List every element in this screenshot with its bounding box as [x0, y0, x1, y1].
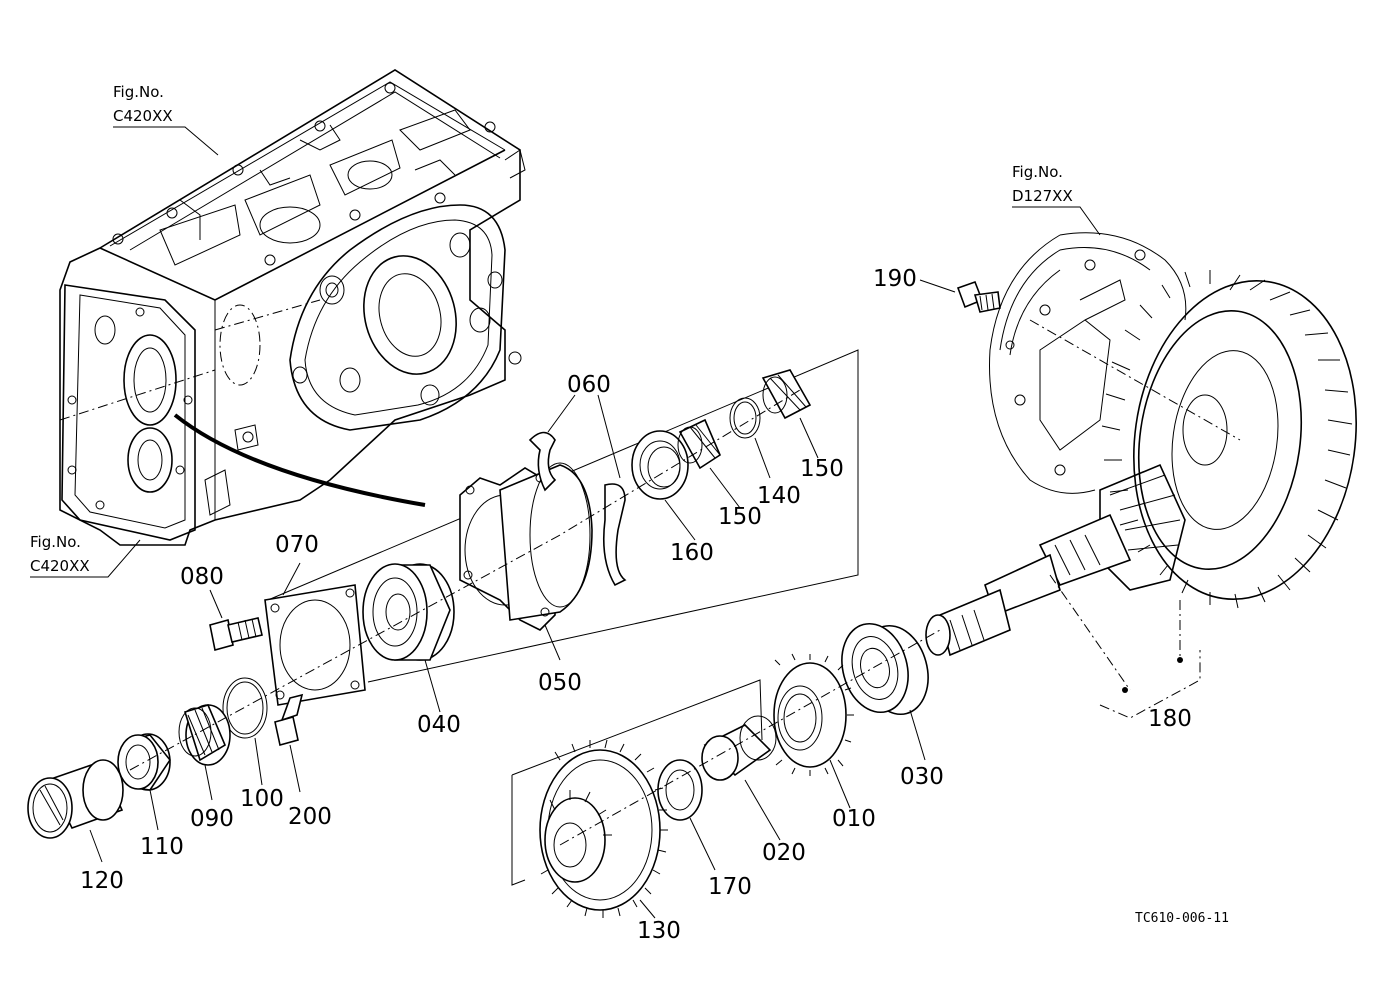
part-number-labels: 060 070 080 050 040 090 100 200 110 120 … [80, 266, 1192, 944]
fig-ref-label-line1: Fig.No. [1012, 163, 1063, 181]
part-label-050: 050 [538, 670, 582, 696]
bearing-housing-050 [459, 462, 593, 661]
oil-seal-110 [117, 733, 171, 831]
bolt-080 [209, 589, 263, 652]
assembly-axis-upper [129, 389, 801, 771]
part-label-160: 160 [670, 540, 714, 566]
fig-ref-label-line1: Fig.No. [30, 533, 81, 551]
part-label-170: 170 [708, 874, 752, 900]
lower-group-frame [511, 679, 763, 886]
thrust-washer-170 [657, 759, 716, 871]
fig-ref-label-line2: C420XX [30, 557, 90, 575]
diagram-code: TC610-006-11 [1135, 911, 1229, 926]
part-label-100: 100 [240, 786, 284, 812]
sleeve-120 [27, 759, 124, 863]
spur-gear-010 [773, 653, 854, 809]
part-label-070: 070 [275, 532, 319, 558]
fig-ref-label-line2: C420XX [113, 107, 173, 125]
ball-bearing-040 [362, 563, 455, 713]
part-label-150a: 150 [718, 504, 762, 530]
spur-gear-130 [539, 739, 668, 919]
bearing-plate-070 [264, 562, 366, 706]
retaining-clips-060 [528, 394, 627, 587]
differential-case-drawing [989, 232, 1241, 494]
part-label-040: 040 [417, 712, 461, 738]
part-label-090: 090 [190, 806, 234, 832]
part-label-190: 190 [873, 266, 917, 292]
part-label-110: 110 [140, 834, 184, 860]
figure-ref-c420xx-left: Fig.No. C420XX [30, 533, 141, 578]
part-label-140: 140 [757, 483, 801, 509]
part-label-180: 180 [1148, 706, 1192, 732]
snap-ring-140 [729, 397, 771, 479]
reference-arrow-line [173, 413, 426, 507]
bolt-200 [274, 693, 304, 793]
part-label-030: 030 [900, 764, 944, 790]
bevel-ring-gear [1101, 270, 1357, 609]
part-label-080: 080 [180, 564, 224, 590]
part-label-120: 120 [80, 868, 124, 894]
fig-ref-label-line2: D127XX [1012, 187, 1073, 205]
part-label-060: 060 [567, 372, 611, 398]
fig-ref-label-line1: Fig.No. [113, 83, 164, 101]
snap-ring-100 [222, 677, 268, 786]
part-label-200: 200 [288, 804, 332, 830]
figure-ref-c420xx-top: Fig.No. C420XX [113, 83, 219, 156]
collar-020 [701, 715, 781, 841]
oil-seal-160 [631, 430, 696, 541]
part-label-010: 010 [832, 806, 876, 832]
transmission-case-drawing [59, 69, 526, 546]
needle-bearing-090 [178, 704, 231, 801]
part-label-150b: 150 [800, 456, 844, 482]
needle-bearings-150 [677, 369, 819, 509]
part-label-020: 020 [762, 840, 806, 866]
bevel-pinion-shaft [925, 463, 1201, 719]
figure-ref-d127xx: Fig.No. D127XX [1012, 163, 1101, 236]
bolt-190 [919, 279, 1001, 313]
assembly-axis-lower [559, 629, 941, 846]
part-label-130: 130 [637, 918, 681, 944]
ball-bearing-030 [841, 622, 929, 761]
